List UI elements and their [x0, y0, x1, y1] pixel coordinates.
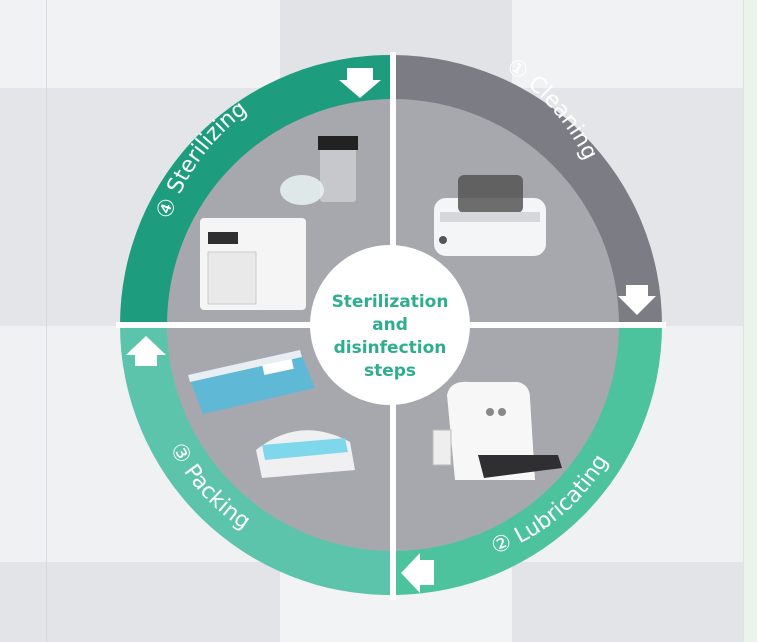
packing-image — [188, 350, 355, 478]
arrow-down-icon — [618, 285, 656, 315]
lubricating-image — [432, 381, 562, 480]
center-title-line: and — [372, 315, 408, 335]
center-title-line: steps — [363, 361, 417, 381]
cleaning-image — [434, 175, 546, 256]
arrow-up-icon — [126, 336, 166, 366]
scroll-strip — [743, 0, 757, 642]
center-disc — [310, 245, 470, 405]
arrow-left-icon — [401, 553, 434, 593]
center-title-line: disinfection — [333, 338, 447, 358]
center-title-line: Sterilization — [331, 292, 449, 312]
sterilizing-image — [200, 136, 358, 310]
arrow-down-icon — [339, 68, 381, 98]
center-title: Sterilization and disinfection steps — [315, 282, 465, 392]
